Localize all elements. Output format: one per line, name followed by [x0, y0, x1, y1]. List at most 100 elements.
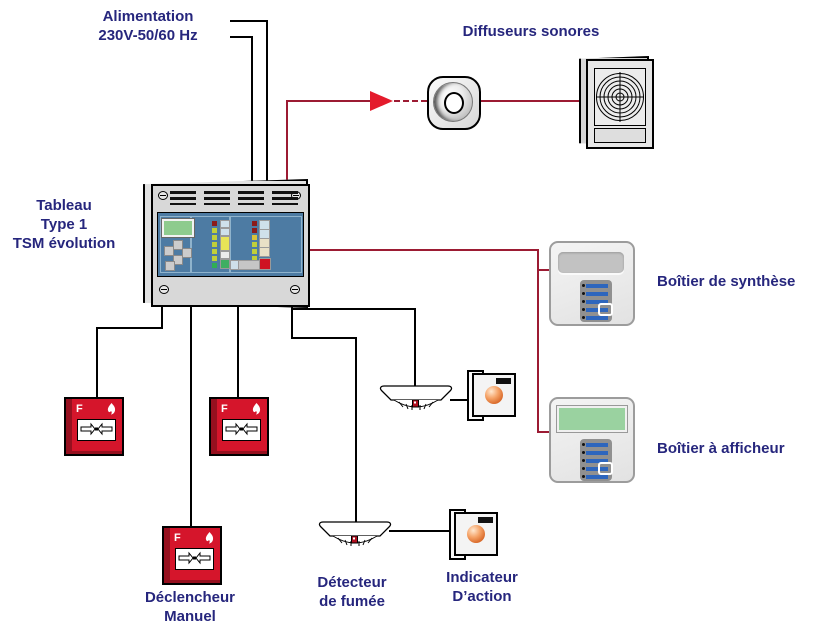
panel-module-control — [230, 216, 302, 273]
loudspeaker-front — [586, 59, 654, 149]
control-panel-front — [151, 184, 310, 307]
synthesis-box-label: Boîtier de synthèse — [657, 273, 796, 290]
panel-button — [230, 260, 239, 270]
bus-stub-display — [537, 431, 552, 433]
call-point-3: F — [162, 526, 222, 585]
action-indicator-label: Indicateur D’action — [446, 569, 518, 605]
sounder-horn-icon — [444, 92, 464, 114]
keypad-bar — [582, 284, 608, 288]
alarm-wire-to-speaker — [476, 100, 584, 102]
call-point-letter: F — [221, 403, 228, 415]
loop-wire-cp1-c — [96, 327, 98, 398]
display-box-label: Boîtier à afficheur — [657, 440, 785, 457]
keypad-bar — [582, 459, 608, 463]
led-icon — [252, 221, 257, 226]
keypad-cursor-icon — [598, 462, 613, 475]
keypad-bar — [582, 316, 608, 320]
call-point-window — [222, 419, 261, 441]
panel-button — [164, 246, 174, 256]
led-icon — [212, 228, 217, 233]
synthesis-box-keypad — [580, 280, 613, 322]
panel-display-area — [157, 212, 304, 277]
indicator-stripe — [496, 378, 511, 384]
call-point-window — [77, 419, 116, 441]
loop-wire-det1-drop — [414, 308, 416, 386]
break-glass-icon — [178, 551, 211, 565]
led-icon — [212, 242, 217, 247]
action-indicator-1 — [467, 370, 516, 421]
flame-icon — [107, 403, 116, 415]
keypad-bar — [582, 300, 608, 304]
smoke-detector-2 — [318, 520, 392, 558]
keypad-bar — [582, 443, 608, 447]
action-indicator-2 — [449, 509, 498, 560]
alarm-wire-riser — [286, 100, 288, 186]
keypad-bar — [582, 451, 608, 455]
led-icon — [212, 249, 217, 254]
display-box-keypad — [580, 439, 613, 481]
flame-icon — [205, 532, 214, 544]
alarm-wire-run — [286, 100, 372, 102]
panel-button — [173, 240, 183, 250]
call-point-letter: F — [174, 532, 181, 544]
loop-wire-cp1-b — [96, 327, 163, 329]
loop-wire-det1-run — [291, 308, 416, 310]
keypad-bar — [582, 475, 608, 479]
panel-button — [173, 255, 183, 265]
power-wire-top — [230, 20, 268, 22]
indicator-body — [472, 373, 516, 417]
power-wire-drop-1 — [251, 36, 253, 186]
panel-evacuation-button — [259, 258, 271, 270]
sounders-label: Diffuseurs sonores — [462, 23, 600, 40]
panel-button — [182, 248, 192, 258]
loop-wire-det2-run — [291, 337, 357, 339]
call-point-label: Déclencheur Manuel — [144, 589, 236, 625]
call-point-1: F — [64, 397, 124, 456]
led-icon — [252, 235, 257, 240]
wire-det2-indicator2 — [389, 530, 454, 532]
alarm-flow-arrow-icon — [370, 91, 393, 111]
call-point-window — [175, 548, 214, 570]
sounder-device — [427, 76, 481, 130]
vent-icon — [238, 191, 264, 205]
synthesis-box-window — [558, 252, 624, 273]
loudspeaker-base — [594, 128, 646, 143]
vent-icon — [204, 191, 230, 205]
control-panel — [143, 179, 310, 308]
led-icon — [212, 263, 217, 268]
flame-icon — [252, 403, 261, 415]
loop-wire-cp3 — [190, 305, 192, 527]
vent-icon — [170, 191, 196, 205]
panel-button — [165, 261, 175, 271]
keypad-bar — [582, 467, 608, 471]
loop-wire-det2-drop — [355, 337, 357, 523]
break-glass-icon — [80, 422, 113, 436]
display-box-lcd — [556, 405, 628, 433]
bus-stub-synthesis — [537, 269, 552, 271]
loop-wire-cp2 — [237, 305, 239, 398]
smoke-detector-label: Détecteur de fumée — [317, 574, 387, 610]
bus-wire-drop — [537, 249, 539, 433]
wire-det1-indicator1 — [450, 399, 472, 401]
panel-lcd — [161, 218, 195, 238]
keypad-bar — [582, 292, 608, 296]
indicator-lamp-icon — [467, 525, 485, 543]
indicator-stripe — [478, 517, 493, 523]
panel-button — [220, 251, 230, 259]
led-icon — [252, 256, 257, 261]
synthesis-box-device — [549, 241, 635, 326]
power-wire-bottom — [230, 36, 253, 38]
bus-wire-run — [308, 249, 539, 251]
led-icon — [252, 249, 257, 254]
call-point-2: F — [209, 397, 269, 456]
screw-icon — [290, 285, 300, 294]
display-box-device — [549, 397, 635, 483]
screw-icon — [159, 285, 169, 294]
led-icon — [212, 221, 217, 226]
loop-wire-det-riser — [291, 305, 293, 339]
panel-button — [220, 228, 230, 236]
panel-button — [220, 220, 230, 228]
break-glass-icon — [225, 422, 258, 436]
panel-button — [220, 236, 230, 251]
